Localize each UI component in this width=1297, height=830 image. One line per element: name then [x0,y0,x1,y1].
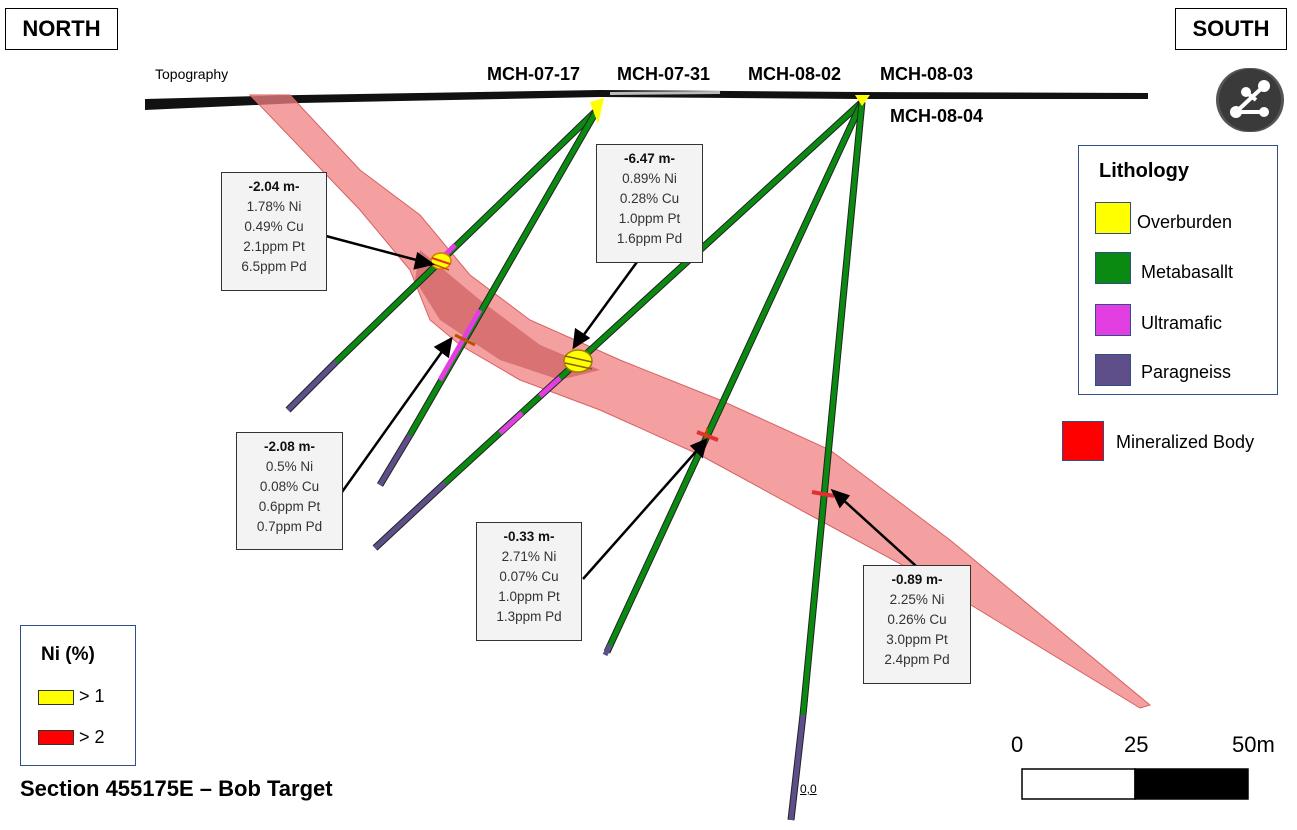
hole-label-mch-08-03: MCH-08-03 [880,64,974,84]
legend-label-overburden: Overburden [1137,212,1233,232]
drillhole-mch-07-31 [376,108,601,487]
assay-callout: -2.04 m- 1.78% Ni 0.49% Cu 2.1ppm Pt 6.5… [221,172,327,291]
ni-intercept-2 [454,333,476,347]
drillhole-mch-08-02 [372,99,865,551]
lithology-legend: Lithology Overburden Metabasallt Ultrama… [1078,145,1278,395]
drillhole-mch-08-04 [787,101,866,821]
legend-label-mineralized-body: Mineralized Body [1116,432,1255,452]
assay-callout: -6.47 m- 0.89% Ni 0.28% Cu 1.0ppm Pt 1.6… [596,144,703,263]
assay-callout: -2.08 m- 0.5% Ni 0.08% Cu 0.6ppm Pt 0.7p… [236,432,343,550]
company-logo [1216,68,1284,132]
callout-pd: 1.3ppm Pd [496,609,562,624]
callout-pt: 1.0ppm Pt [498,589,560,604]
legend-label-metabasalt: Metabasallt [1141,262,1234,282]
hole-label-mch-08-04: MCH-08-04 [890,106,984,126]
overburden-collar-2 [855,95,870,106]
swatch-ni-gt-2 [38,730,74,745]
hole-label-mch-08-02: MCH-08-02 [748,64,842,84]
swatch-mineralized-body [1062,421,1104,461]
drillhole-mch-07-17 [285,107,600,413]
topography-label: Topography [155,66,229,82]
callout-pd: 2.4ppm Pd [884,652,950,667]
callout-pd: 0.7ppm Pd [256,519,323,534]
ni-legend-label-gt-2: > 2 [79,727,105,747]
topography-highlight [610,91,720,95]
hole-label-mch-07-31: MCH-07-31 [617,64,711,84]
ni-legend: Ni (%) > 1 > 2 [20,625,136,766]
callout-pt: 0.6ppm Pt [258,499,321,514]
callout-arrows [325,234,917,580]
callout-cu: 0.26% Cu [887,612,947,627]
section-title: Section 455175E – Bob Target [20,776,333,801]
mineralized-body [248,94,1152,709]
hole-label-mch-07-17: MCH-07-17 [487,64,581,84]
scale-bar-black [1134,768,1249,800]
callout-pd: 6.5ppm Pd [241,259,307,274]
ni-legend-title: Ni (%) [41,644,95,665]
callout-title: -0.89 m- [891,572,943,587]
callout-title: -2.04 m- [248,179,300,194]
south-label: SOUTH [1175,8,1287,50]
drillhole-mch-08-03 [602,100,866,657]
overburden-collar-1 [590,98,604,124]
callout-pt: 2.1ppm Pt [243,239,305,254]
topography-surface [145,90,1148,110]
callout-pt: 3.0ppm Pt [886,632,948,647]
scale-bar-white [1021,768,1136,800]
callout-pt: 1.0ppm Pt [618,211,681,226]
callout-cu: 0.07% Cu [499,569,559,584]
swatch-paragneiss [1095,354,1131,386]
lithology-title: Lithology [1099,160,1189,182]
callout-cu: 0.49% Cu [244,219,304,234]
swatch-ni-gt-1 [38,690,74,705]
callout-ni: 0.89% Ni [622,171,677,186]
scale-label-50m: 50m [1232,732,1275,757]
callout-ni: 2.25% Ni [889,592,945,607]
callout-cu: 0.08% Cu [259,479,320,494]
swatch-metabasalt [1095,252,1131,284]
callout-title: -6.47 m- [623,151,676,166]
callout-cu: 0.28% Cu [619,191,680,206]
callout-pd: 1.6ppm Pd [616,231,683,246]
callout-title: -0.33 m- [503,529,555,544]
scale-label-0: 0 [1011,732,1024,757]
callout-ni: 0.5% Ni [265,459,314,474]
swatch-ultramafic [1095,304,1131,336]
assay-callout: -0.89 m- 2.25% Ni 0.26% Cu 3.0ppm Pt 2.4… [863,565,971,684]
ni-legend-label-gt-1: > 1 [79,686,105,706]
origin-label: 0,0 [800,782,817,796]
ni-intercept-3 [563,349,593,373]
north-label: NORTH [5,8,118,50]
ni-intercept-1 [430,252,452,271]
callout-ni: 2.71% Ni [501,549,557,564]
callout-title: -2.08 m- [263,439,316,454]
legend-label-paragneiss: Paragneiss [1141,362,1232,382]
swatch-overburden [1095,202,1131,234]
assay-callout: -0.33 m- 2.71% Ni 0.07% Cu 1.0ppm Pt 1.3… [476,522,582,641]
legend-label-ultramafic: Ultramafic [1141,313,1223,333]
callout-ni: 1.78% Ni [246,199,302,214]
ni-intercept-5 [811,490,835,498]
scale-label-25: 25 [1124,732,1149,757]
